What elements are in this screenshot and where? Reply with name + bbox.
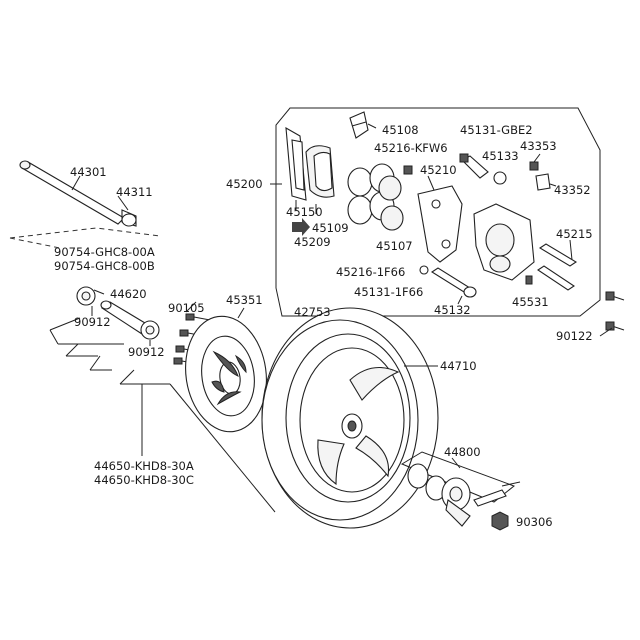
label-45215: 45215: [556, 227, 593, 241]
left-bearing: [76, 286, 96, 306]
label-45133: 45133: [482, 149, 519, 163]
label-45209: 45209: [294, 235, 331, 249]
caliper-body: [473, 203, 535, 281]
label-45131-gbe2: 45131-GBE2: [460, 123, 533, 137]
label-45531: 45531: [512, 295, 549, 309]
label-45132: 45132: [434, 303, 471, 317]
front-wheel: [261, 307, 439, 529]
caliper-assembly-frame: [275, 107, 601, 317]
label-45107: 45107: [376, 239, 413, 253]
label-45109: 45109: [312, 221, 349, 235]
label-44311: 44311: [116, 185, 153, 199]
axle-collar: [121, 209, 137, 227]
label-45200: 45200: [226, 177, 263, 191]
label-45131-1f66: 45131-1F66: [354, 285, 423, 299]
label-44710: 44710: [440, 359, 477, 373]
label-45108: 45108: [382, 123, 419, 137]
label-45216-1f66: 45216-1F66: [336, 265, 405, 279]
slide-pins: [537, 243, 578, 291]
caliper-bracket: [417, 185, 463, 263]
label-90754-a: 90754-GHC8-00A: [54, 245, 155, 259]
label-44650-b: 44650-KHD8-30C: [94, 473, 194, 487]
label-90122: 90122: [556, 329, 593, 343]
label-44620: 44620: [110, 287, 147, 301]
label-43352: 43352: [554, 183, 591, 197]
right-bearing: [140, 320, 160, 340]
bleed-cap: [403, 165, 413, 175]
label-90754-b: 90754-GHC8-00B: [54, 259, 155, 273]
caliper-washer: [493, 171, 507, 185]
label-44301: 44301: [70, 165, 107, 179]
speedometer-gearbox: [400, 451, 521, 527]
label-45210: 45210: [420, 163, 457, 177]
label-44800: 44800: [444, 445, 481, 459]
pad-spring: [285, 127, 307, 201]
brake-pads: [305, 145, 335, 198]
label-45150: 45150: [286, 205, 323, 219]
pad-pin-clip: [349, 111, 369, 139]
brake-disc: [185, 315, 267, 433]
boot: [525, 275, 533, 285]
caliper-mount-bolts: [605, 291, 625, 331]
label-90105: 90105: [168, 301, 205, 315]
label-90912-b: 90912: [128, 345, 165, 359]
label-44650-a: 44650-KHD8-30A: [94, 459, 194, 473]
arrow-pointer-icon: [292, 218, 310, 236]
label-90912-a: 90912: [74, 315, 111, 329]
label-45351: 45351: [226, 293, 263, 307]
axle-nut: [491, 511, 509, 531]
caliper-pistons: [378, 175, 404, 231]
label-90306: 90306: [516, 515, 553, 529]
bleeder-valve: [529, 161, 551, 191]
label-45216-kfw6: 45216-KFW6: [374, 141, 448, 155]
bleed-screw: [459, 153, 489, 179]
label-43353: 43353: [520, 139, 557, 153]
pin-bolt: [419, 265, 477, 298]
label-42753: 42753: [294, 305, 331, 319]
